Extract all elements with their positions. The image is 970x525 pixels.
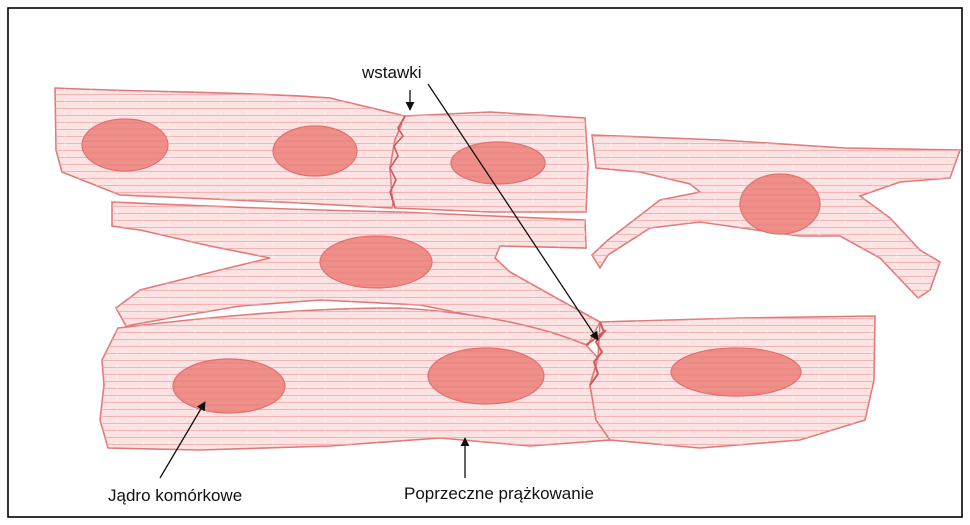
nucleus <box>740 174 820 234</box>
nucleus <box>671 348 801 396</box>
nucleus <box>451 142 545 184</box>
label-intercalated-discs: wstawki <box>361 63 422 82</box>
nucleus <box>428 348 544 404</box>
nucleus <box>320 236 432 288</box>
label-nucleus: Jądro komórkowe <box>108 486 242 505</box>
nucleus <box>173 359 285 413</box>
label-striation: Poprzeczne prążkowanie <box>404 484 594 503</box>
nucleus <box>273 126 357 176</box>
nucleus <box>82 119 168 171</box>
